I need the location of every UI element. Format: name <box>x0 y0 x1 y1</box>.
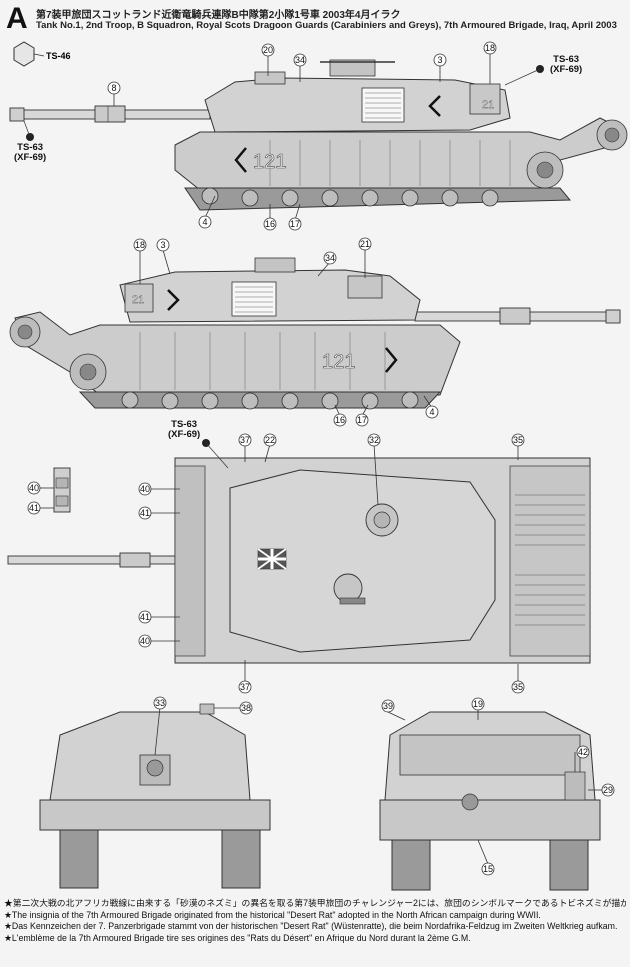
paint-tag-ts63-top: TS-63(XF-69) <box>168 419 201 440</box>
note-english: ★The insignia of the 7th Armoured Brigad… <box>4 909 541 920</box>
svg-text:15: 15 <box>483 864 493 874</box>
callouts-side-view-right: 18 3 34 21 16 17 4 <box>133 237 439 427</box>
svg-text:41: 41 <box>140 508 150 518</box>
svg-text:41: 41 <box>29 503 39 513</box>
side-view-right: 21 121 <box>9 257 621 410</box>
svg-text:17: 17 <box>357 415 367 425</box>
svg-text:40: 40 <box>29 483 39 493</box>
insignia-notes: ★第二次大戦の北アフリカ戦線に由来する「砂漠のネズミ」の異名を取る第7装甲旅団の… <box>4 898 626 944</box>
note-japanese: ★第二次大戦の北アフリカ戦線に由来する「砂漠のネズミ」の異名を取る第7装甲旅団の… <box>4 898 626 908</box>
title-english: Tank No.1, 2nd Troop, B Squadron, Royal … <box>36 20 617 31</box>
callouts-top-view: 37 22 32 35 40 41 41 40 37 <box>138 433 525 694</box>
svg-text:39: 39 <box>383 701 393 711</box>
svg-text:16: 16 <box>335 415 345 425</box>
svg-text:21: 21 <box>132 294 144 306</box>
svg-text:33: 33 <box>155 698 165 708</box>
note-french: ★L'emblème de la 7th Armoured Brigade ti… <box>4 932 471 943</box>
svg-text:18: 18 <box>485 43 495 53</box>
svg-text:40: 40 <box>140 484 150 494</box>
front-view: 33 38 <box>39 696 271 889</box>
svg-text:37: 37 <box>240 682 250 692</box>
note-german: ★Das Kennzeichen der 7. Panzerbrigade st… <box>4 921 618 932</box>
paint-tag-ts63-turret: TS-63(XF-69) <box>550 54 583 75</box>
ts46-label: TS-46 <box>46 51 71 61</box>
svg-text:29: 29 <box>603 785 613 795</box>
svg-text:8: 8 <box>111 83 116 93</box>
paint-tag-ts63-side1: TS-63(XF-69) <box>14 142 47 163</box>
svg-text:4: 4 <box>202 217 207 227</box>
svg-text:17: 17 <box>290 219 300 229</box>
svg-text:42: 42 <box>578 747 588 757</box>
svg-text:40: 40 <box>140 636 150 646</box>
top-view <box>7 457 591 664</box>
svg-text:37: 37 <box>240 435 250 445</box>
svg-text:18: 18 <box>135 240 145 250</box>
svg-text:121: 121 <box>322 351 355 373</box>
svg-text:32: 32 <box>369 435 379 445</box>
svg-text:34: 34 <box>295 55 305 65</box>
loose-part-detail: 40 41 <box>27 467 71 515</box>
svg-text:38: 38 <box>241 703 251 713</box>
svg-text:35: 35 <box>513 435 523 445</box>
rear-view: 39 19 42 29 15 <box>379 697 615 891</box>
svg-text:35: 35 <box>513 682 523 692</box>
svg-text:34: 34 <box>325 253 335 263</box>
svg-text:3: 3 <box>160 240 165 250</box>
callouts-side-view-left: 20 34 3 18 8 4 16 17 <box>107 41 497 231</box>
ts46-swatch: TS-46 <box>13 41 71 67</box>
svg-text:21: 21 <box>360 239 370 249</box>
turret-number-label: 21 <box>482 99 494 111</box>
svg-text:3: 3 <box>437 55 442 65</box>
title-japanese: 第7装甲旅団スコットランド近衛竜騎兵連隊B中隊第2小隊1号車 2003年4月イラ… <box>36 10 401 21</box>
svg-text:22: 22 <box>265 435 275 445</box>
hull-number-label: 121 <box>253 151 286 173</box>
svg-text:41: 41 <box>140 612 150 622</box>
svg-text:20: 20 <box>263 45 273 55</box>
side-view-left: 21 121 <box>9 59 628 211</box>
svg-text:4: 4 <box>429 407 434 417</box>
svg-text:19: 19 <box>473 699 483 709</box>
svg-text:16: 16 <box>265 219 275 229</box>
section-letter: A <box>6 2 28 35</box>
